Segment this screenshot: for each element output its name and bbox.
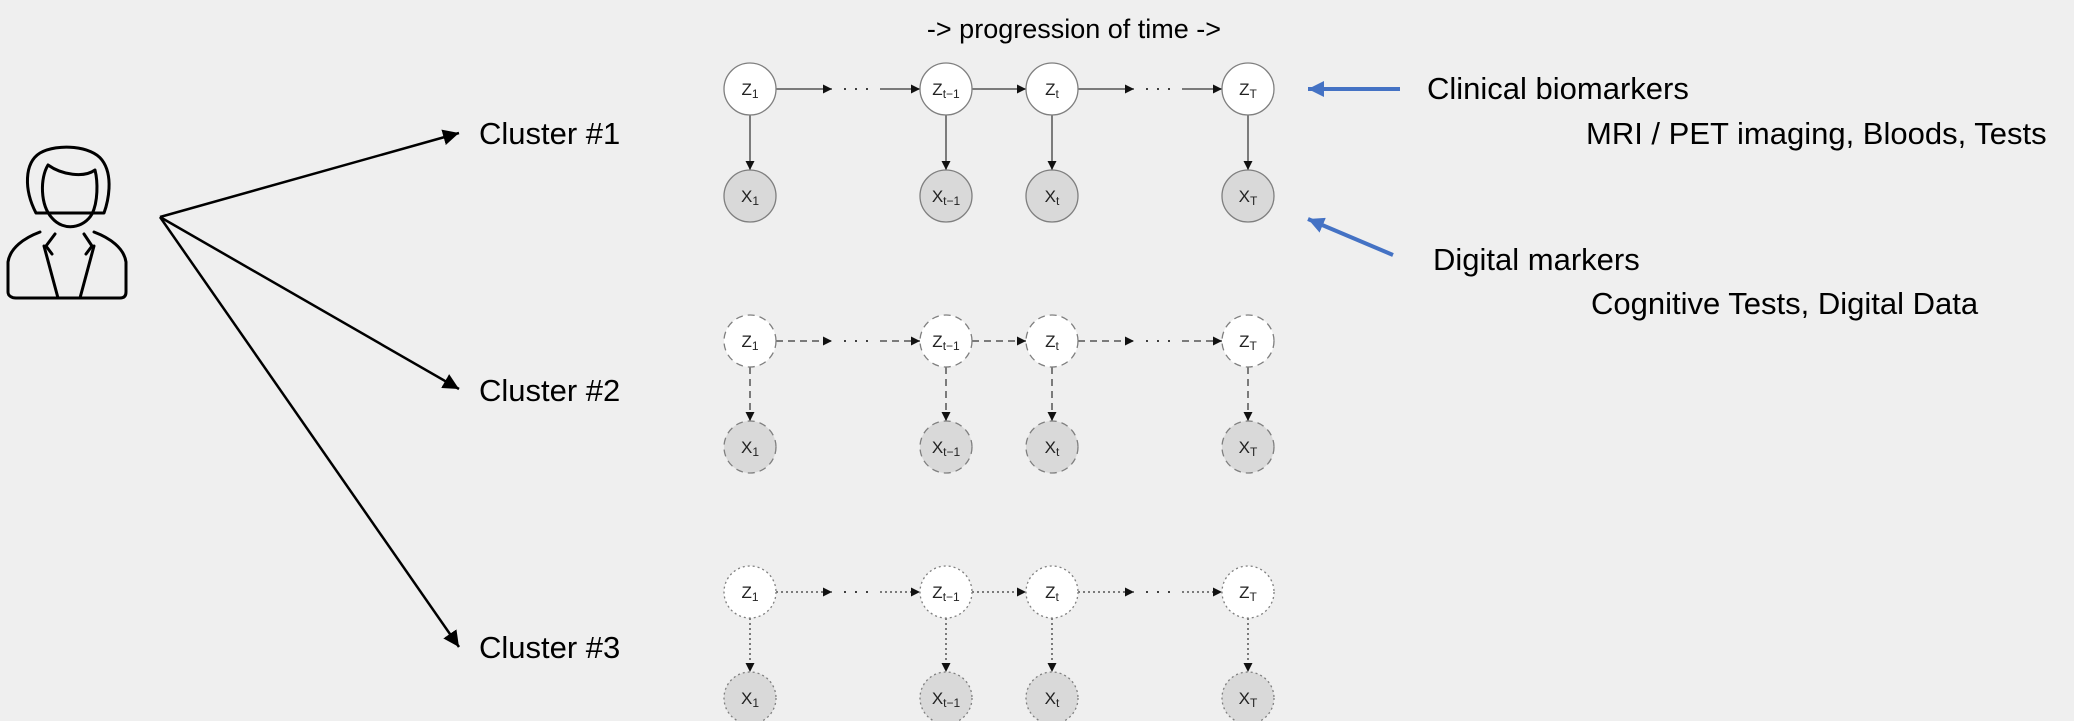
- arrow-to-cluster-1: [159, 129, 460, 219]
- digital-markers-detail: Cognitive Tests, Digital Data: [1591, 286, 1979, 321]
- latent-node-label: Z1: [741, 332, 758, 353]
- observed-node: [919, 420, 973, 474]
- observed-node-label: XT: [1239, 438, 1258, 459]
- latent-node-label: ZT: [1239, 583, 1257, 604]
- observed-node: [1221, 169, 1275, 223]
- cluster-2-label: Cluster #2: [479, 373, 620, 408]
- cluster-3-label: Cluster #3: [479, 630, 620, 665]
- latent-node: [919, 314, 973, 368]
- latent-node-label: Zt: [1045, 583, 1059, 604]
- clinical-biomarkers-detail: MRI / PET imaging, Bloods, Tests: [1586, 116, 2047, 151]
- observed-node-label: Xt−1: [932, 438, 961, 459]
- digital-markers-title: Digital markers: [1433, 242, 1640, 277]
- observed-node-label: Xt−1: [932, 187, 961, 208]
- latent-node-label: Zt−1: [932, 583, 960, 604]
- observed-node-label: Xt: [1045, 438, 1060, 459]
- observed-node: [723, 169, 777, 223]
- observed-node: [1025, 169, 1079, 223]
- observed-node: [723, 420, 777, 474]
- time-progression-label: -> progression of time ->: [927, 14, 1221, 44]
- observed-node-label: X1: [741, 438, 759, 459]
- person-icon: [6, 145, 128, 300]
- latent-node-label: Z1: [741, 80, 758, 101]
- latent-node: [919, 565, 973, 619]
- latent-node-label: Zt: [1045, 80, 1059, 101]
- observed-node-label: Xt−1: [932, 689, 961, 710]
- observed-node-label: XT: [1239, 689, 1258, 710]
- latent-node-label: ZT: [1239, 80, 1257, 101]
- latent-node-label: ZT: [1239, 332, 1257, 353]
- ellipsis: · · ·: [842, 330, 870, 350]
- observed-node: [919, 671, 973, 721]
- observed-node: [1025, 420, 1079, 474]
- observed-node: [723, 671, 777, 721]
- observed-node: [1221, 671, 1275, 721]
- ellipsis: · · ·: [842, 78, 870, 98]
- latent-node-label: Zt: [1045, 332, 1059, 353]
- observed-node-label: X1: [741, 187, 759, 208]
- clinical-biomarkers-title: Clinical biomarkers: [1427, 71, 1689, 106]
- ellipsis: · · ·: [1144, 581, 1172, 601]
- latent-node-label: Z1: [741, 583, 758, 604]
- latent-node: [1025, 62, 1079, 116]
- latent-node: [1221, 62, 1275, 116]
- observed-node: [1025, 671, 1079, 721]
- ellipsis: · · ·: [842, 581, 870, 601]
- observed-node-label: Xt: [1045, 187, 1060, 208]
- latent-node: [1025, 314, 1079, 368]
- latent-node-label: Zt−1: [932, 332, 960, 353]
- person-to-cluster-arrows: [158, 129, 461, 648]
- observed-node-label: X1: [741, 689, 759, 710]
- latent-node: [919, 62, 973, 116]
- latent-node: [1025, 565, 1079, 619]
- ellipsis: · · ·: [1144, 78, 1172, 98]
- latent-node-label: Zt−1: [932, 80, 960, 101]
- latent-node: [1221, 314, 1275, 368]
- latent-node: [723, 62, 777, 116]
- observed-node: [1221, 420, 1275, 474]
- cluster-1-label: Cluster #1: [479, 116, 620, 151]
- digital-markers-arrow: [1307, 217, 1394, 257]
- observed-node-label: Xt: [1045, 689, 1060, 710]
- latent-node: [1221, 565, 1275, 619]
- latent-node: [723, 565, 777, 619]
- observed-node: [919, 169, 973, 223]
- arrow-to-cluster-3: [158, 216, 461, 648]
- observed-node-label: XT: [1239, 187, 1258, 208]
- arrow-to-cluster-2: [159, 215, 460, 391]
- ellipsis: · · ·: [1144, 330, 1172, 350]
- latent-node: [723, 314, 777, 368]
